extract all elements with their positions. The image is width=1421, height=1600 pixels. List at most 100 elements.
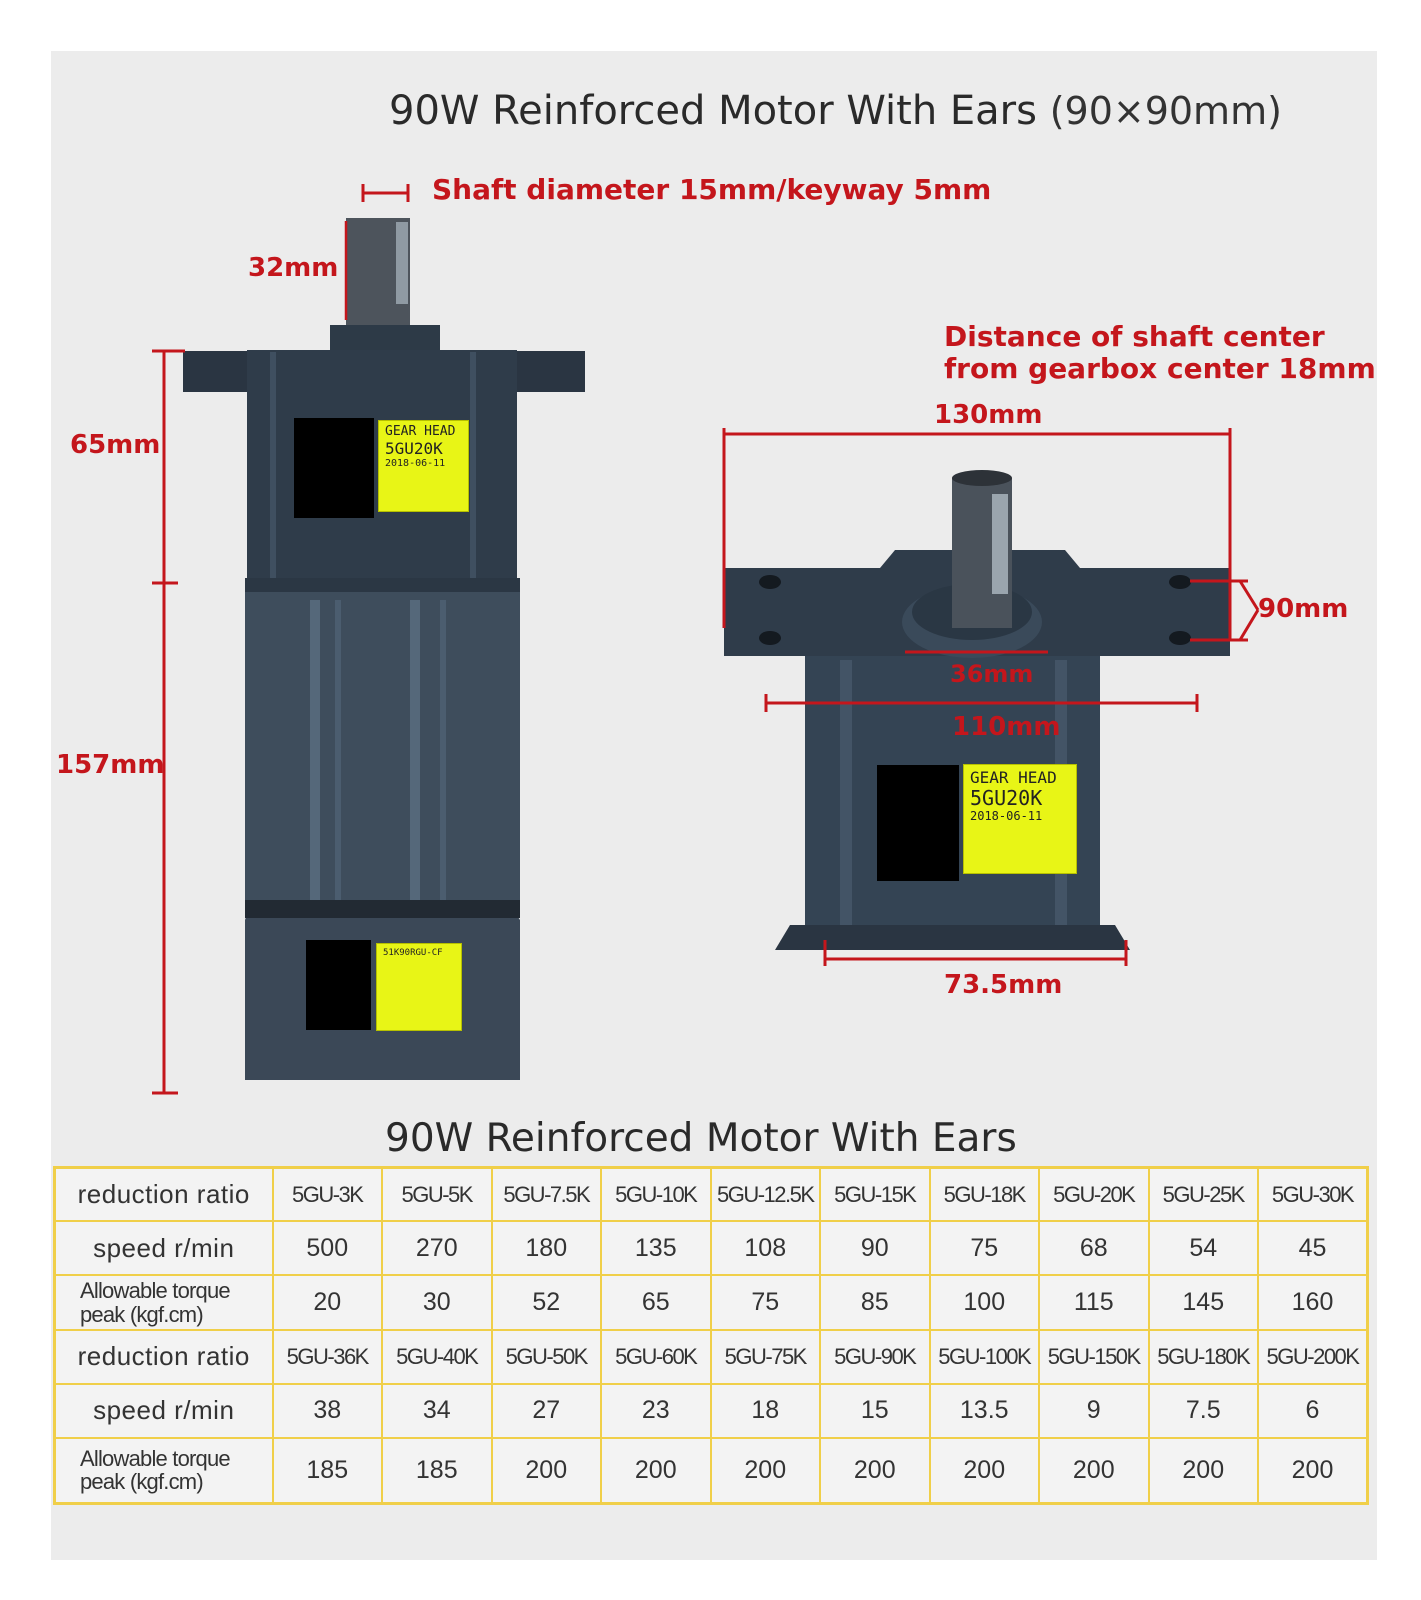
table-cell: 160 [1257,1274,1369,1331]
table-cell: 200 [928,1436,1040,1505]
table-cell: 20 [271,1274,383,1331]
page-title: 90W Reinforced Motor With Ears (90×90mm) [389,88,1282,134]
table-cell: 200 [1038,1436,1150,1505]
hub-label: 36mm [950,660,1034,688]
left-motor-label-line1: 51K90RGU-CF [383,948,443,958]
table-cell: 5GU-3K [271,1166,383,1223]
table-cell: 500 [271,1220,383,1277]
table-cell: 5GU-18K [928,1166,1040,1223]
table-cell: 200 [709,1436,821,1505]
table-cell: 185 [381,1436,493,1505]
base-width-label: 110mm [952,712,1061,742]
table-cell: 6 [1257,1382,1369,1439]
left-gear-label-line3: 2018-06-11 [385,458,446,470]
table-cell: 200 [490,1436,602,1505]
width-ears-label: 130mm [934,400,1043,430]
table-cell: 5GU-200K [1257,1328,1369,1385]
right-gear-label-line2: 5GU20K [970,786,1043,811]
right-gear-label-line1: GEAR HEAD [970,768,1057,787]
table-cell: 200 [1147,1436,1259,1505]
table-cell: 5GU-50K [490,1328,602,1385]
table-cell: 5GU-180K [1147,1328,1259,1385]
table-cell: 5GU-40K [381,1328,493,1385]
table-cell: 5GU-90K [819,1328,931,1385]
table-cell: 5GU-15K [819,1166,931,1223]
table-title: 90W Reinforced Motor With Ears [385,1116,1017,1161]
table-cell: 90 [819,1220,931,1277]
row-header: reduction ratio [53,1328,274,1385]
left-gear-label: GEAR HEAD 5GU20K 2018-06-11 [378,420,469,512]
hole-spacing-label: 90mm [1258,594,1349,624]
left-motor-body [245,580,520,910]
right-redacted-logo [877,765,959,881]
table-cell: 5GU-60K [600,1328,712,1385]
table-cell: 75 [928,1220,1040,1277]
motor-height-label: 157mm [56,750,165,780]
table-cell: 9 [1038,1382,1150,1439]
table-cell: 100 [928,1274,1040,1331]
hole-bottom-right [1169,631,1191,645]
table-cell: 52 [490,1274,602,1331]
table-cell: 5GU-5K [381,1166,493,1223]
hole-top-right [1169,575,1191,589]
row-header: speed r/min [53,1382,274,1439]
left-motor-redacted-logo [306,940,371,1030]
right-gear-label-line3: 2018-06-11 [970,809,1043,824]
table-cell: 200 [819,1436,931,1505]
right-gear-label: GEAR HEAD 5GU20K 2018-06-11 [963,764,1077,874]
table-cell: 23 [600,1382,712,1439]
table-cell: 15 [819,1382,931,1439]
table-cell: 45 [1257,1220,1369,1277]
hole-bottom-left [759,631,781,645]
row-header: Allowable torque peak (kgf.cm) [53,1274,274,1331]
table-cell: 27 [490,1382,602,1439]
table-cell: 185 [271,1436,383,1505]
shaft-offset-line1: Distance of shaft center [944,320,1325,353]
table-cell: 5GU-7.5K [490,1166,602,1223]
table-cell: 5GU-150K [1038,1328,1150,1385]
table-cell: 5GU-36K [271,1328,383,1385]
row-header: Allowable torque peak (kgf.cm) [53,1436,274,1505]
table-cell: 5GU-30K [1257,1166,1369,1223]
table-cell: 7.5 [1147,1382,1259,1439]
table-cell: 5GU-25K [1147,1166,1259,1223]
table-cell: 200 [600,1436,712,1505]
table-cell: 270 [381,1220,493,1277]
left-shaft-collar [330,325,440,351]
left-shaft-key [396,222,408,304]
row-header: speed r/min [53,1220,274,1277]
table-cell: 145 [1147,1274,1259,1331]
title-dims: (90×90mm) [1049,89,1282,133]
table-cell: 13.5 [928,1382,1040,1439]
left-redacted-logo [294,418,374,518]
table-cell: 65 [600,1274,712,1331]
table-cell: 135 [600,1220,712,1277]
table-cell: 38 [271,1382,383,1439]
table-cell: 108 [709,1220,821,1277]
shaft-diameter-label: Shaft diameter 15mm/keyway 5mm [432,173,992,206]
gear-height-label: 65mm [70,430,161,460]
table-cell: 5GU-100K [928,1328,1040,1385]
shaft-offset-line2: from gearbox center 18mm [944,352,1376,385]
table-cell: 34 [381,1382,493,1439]
left-motor-label: 51K90RGU-CF [376,943,462,1031]
table-cell: 68 [1038,1220,1150,1277]
table-cell: 5GU-20K [1038,1166,1150,1223]
table-cell: 200 [1257,1436,1369,1505]
table-cell: 5GU-75K [709,1328,821,1385]
shaft-length-label: 32mm [248,253,339,283]
table-cell: 18 [709,1382,821,1439]
title-main: 90W Reinforced Motor With Ears [389,88,1037,134]
table-cell: 5GU-10K [600,1166,712,1223]
table-cell: 75 [709,1274,821,1331]
bottom-width-label: 73.5mm [944,970,1063,1000]
table-cell: 115 [1038,1274,1150,1331]
table-cell: 5GU-12.5K [709,1166,821,1223]
